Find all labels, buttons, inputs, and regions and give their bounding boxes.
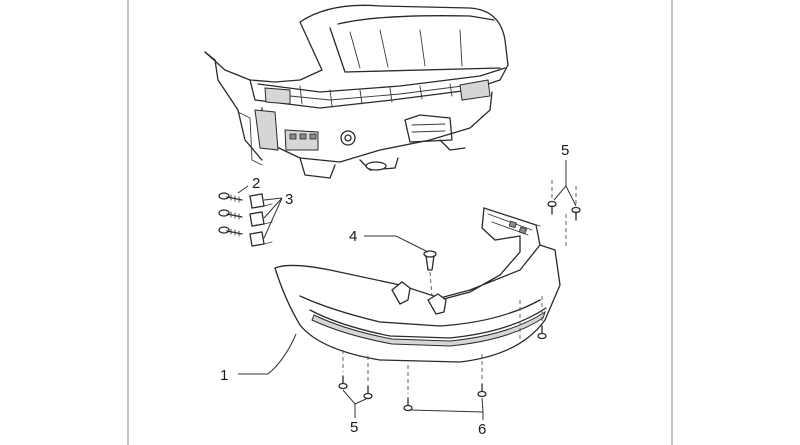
bolt bbox=[218, 192, 243, 203]
callout-1: 1 bbox=[220, 367, 228, 384]
callout-4: 4 bbox=[349, 228, 357, 245]
vehicle-rear-body bbox=[204, 4, 509, 179]
bolt bbox=[218, 209, 243, 220]
callout-2: 2 bbox=[252, 175, 260, 192]
screws-part-5-upper bbox=[547, 180, 581, 246]
leader-lines bbox=[237, 160, 577, 420]
clip-nuts-part-3 bbox=[249, 193, 273, 247]
rivet-part-4 bbox=[423, 250, 437, 297]
diagram-frame bbox=[127, 0, 673, 445]
screws-part-6 bbox=[403, 296, 547, 412]
callout-labels: 1 2 3 4 5 5 6 bbox=[220, 142, 569, 438]
bolts-part-2 bbox=[218, 192, 243, 237]
screws-part-5-lower bbox=[338, 350, 373, 400]
callout-5-upper: 5 bbox=[561, 142, 569, 159]
bumper-cover-part-1 bbox=[274, 207, 561, 363]
callout-3: 3 bbox=[285, 191, 293, 208]
bolt bbox=[218, 226, 243, 237]
callout-5-lower: 5 bbox=[350, 419, 358, 436]
callout-6: 6 bbox=[478, 421, 486, 438]
